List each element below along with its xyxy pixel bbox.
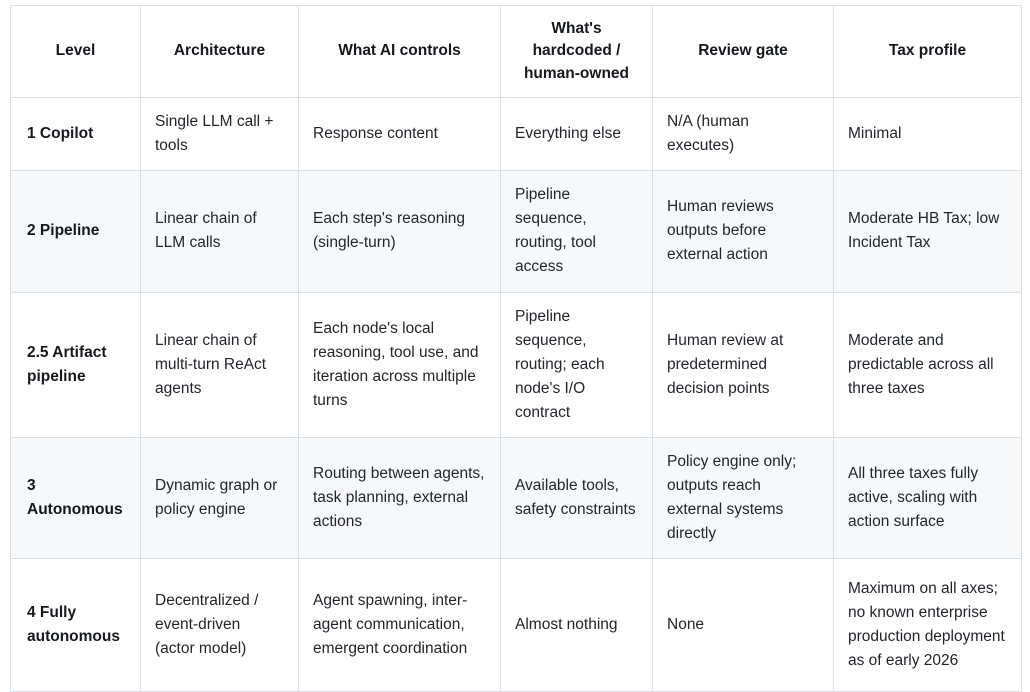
agent-autonomy-levels-table: Level Architecture What AI controls What…	[10, 4, 1022, 692]
column-header-hardcoded-line-2: hardcoded /	[532, 42, 621, 60]
cell-level: 4 Fully autonomous	[10, 557, 141, 692]
cell-tax-profile: Moderate HB Tax; low Incident Tax	[833, 170, 1022, 293]
cell-review-gate: N/A (human executes)	[652, 97, 834, 172]
cell-architecture: Linear chain of LLM calls	[140, 170, 299, 293]
column-header-hardcoded-line-3: human-owned	[523, 64, 630, 82]
table-row: 2.5 Artifact pipeline Linear chain of mu…	[10, 291, 1022, 438]
column-header-level: Level	[10, 4, 141, 99]
cell-tax-profile: Maximum on all axes; no known enterprise…	[833, 557, 1022, 692]
column-header-tax-profile-line-1: Tax profile	[888, 42, 967, 60]
column-header-review-gate-line-1: Review gate	[698, 42, 788, 60]
cell-ai-controls: Each node's local reasoning, tool use, a…	[298, 291, 501, 438]
column-header-architecture: Architecture	[140, 4, 299, 99]
column-header-hardcoded-line-1: What's	[551, 20, 602, 37]
page-root: Level Architecture What AI controls What…	[10, 4, 1022, 692]
cell-level: 3 Autonomous	[10, 436, 141, 559]
cell-level: 2.5 Artifact pipeline	[10, 291, 141, 438]
cell-review-gate: Human reviews outputs before external ac…	[652, 170, 834, 293]
cell-architecture: Linear chain of multi-turn ReAct agents	[140, 291, 299, 438]
column-header-level-line-1: Level	[55, 42, 96, 60]
table-row: 4 Fully autonomous Decentralized / event…	[10, 557, 1022, 692]
column-header-ai-controls: What AI controls	[298, 4, 501, 99]
cell-hardcoded: Almost nothing	[500, 557, 653, 692]
column-header-architecture-line-1: Architecture	[173, 42, 266, 60]
cell-review-gate: Policy engine only; outputs reach extern…	[652, 436, 834, 559]
table-row: 3 Autonomous Dynamic graph or policy eng…	[10, 436, 1022, 559]
cell-hardcoded: Pipeline sequence, routing; each node's …	[500, 291, 653, 438]
column-header-ai-controls-line-1: What AI controls	[338, 42, 461, 60]
cell-tax-profile: All three taxes fully active, scaling wi…	[833, 436, 1022, 559]
cell-level: 2 Pipeline	[10, 170, 141, 293]
cell-review-gate: None	[652, 557, 834, 692]
cell-ai-controls: Each step's reasoning (single-turn)	[298, 170, 501, 293]
cell-architecture: Single LLM call + tools	[140, 97, 299, 172]
table-body: 1 Copilot Single LLM call + tools Respon…	[10, 97, 1022, 692]
cell-hardcoded: Pipeline sequence, routing, tool access	[500, 170, 653, 293]
cell-ai-controls: Response content	[298, 97, 501, 172]
cell-hardcoded: Everything else	[500, 97, 653, 172]
cell-tax-profile: Moderate and predictable across all thre…	[833, 291, 1022, 438]
cell-review-gate: Human review at predetermined decision p…	[652, 291, 834, 438]
table-row: 1 Copilot Single LLM call + tools Respon…	[10, 97, 1022, 172]
column-header-review-gate: Review gate	[652, 4, 834, 99]
cell-ai-controls: Routing between agents, task planning, e…	[298, 436, 501, 559]
column-header-hardcoded: What's hardcoded / human-owned	[500, 4, 653, 99]
table-row: 2 Pipeline Linear chain of LLM calls Eac…	[10, 170, 1022, 293]
table-header-row: Level Architecture What AI controls What…	[10, 4, 1022, 99]
column-header-tax-profile: Tax profile	[833, 4, 1022, 99]
table-header: Level Architecture What AI controls What…	[10, 4, 1022, 99]
cell-hardcoded: Available tools, safety constraints	[500, 436, 653, 559]
cell-ai-controls: Agent spawning, inter-agent communicatio…	[298, 557, 501, 692]
cell-level: 1 Copilot	[10, 97, 141, 172]
table-container: Level Architecture What AI controls What…	[10, 4, 1022, 692]
cell-architecture: Decentralized / event-driven (actor mode…	[140, 557, 299, 692]
cell-tax-profile: Minimal	[833, 97, 1022, 172]
cell-architecture: Dynamic graph or policy engine	[140, 436, 299, 559]
